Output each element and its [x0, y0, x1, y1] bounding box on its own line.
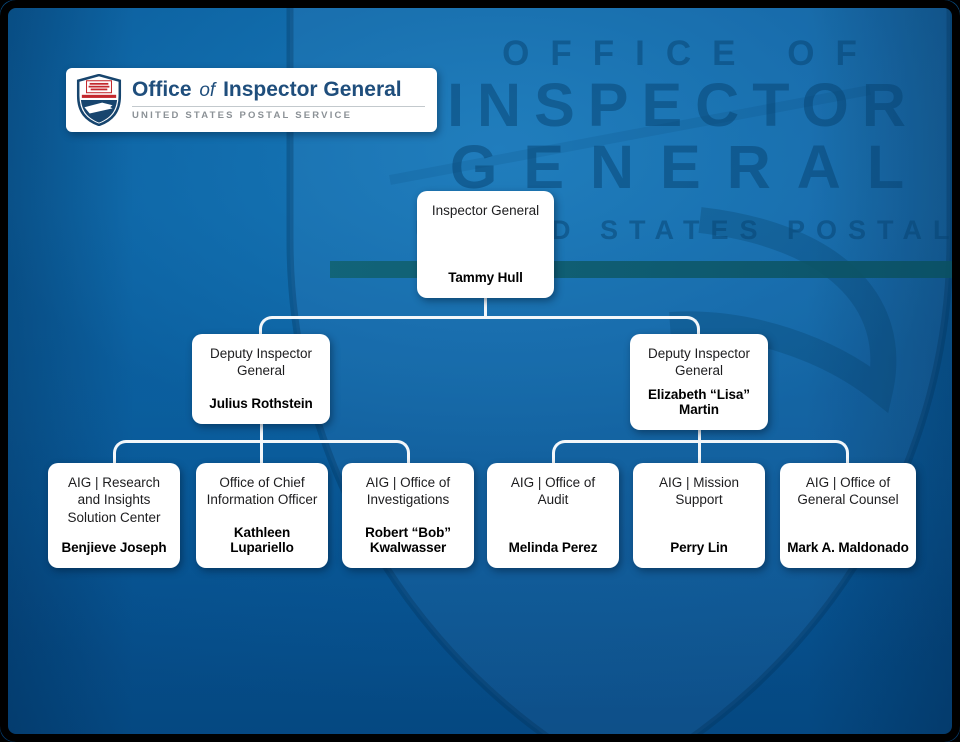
- node-name: Melinda Perez: [508, 540, 598, 556]
- node-title: AIG | Office of Audit: [510, 475, 596, 508]
- org-node-research-insights: AIG | Research and Insights Solution Cen…: [48, 463, 180, 568]
- org-node-deputy-left: Deputy Inspector General Julius Rothstei…: [192, 334, 330, 424]
- node-name: Kathleen Lupariello: [230, 524, 294, 556]
- node-name: Benjieve Joseph: [61, 540, 167, 556]
- org-node-audit: AIG | Office of Audit Melinda Perez: [487, 463, 619, 568]
- oig-logo-card: Office of Inspector General UNITED STATE…: [66, 68, 437, 132]
- connector-bracket-left: [113, 440, 410, 465]
- watermark-line-1: OFFICE OF: [502, 34, 878, 73]
- org-node-inspector-general: Inspector General Tammy Hull: [417, 191, 554, 298]
- node-title: Deputy Inspector General: [647, 346, 751, 379]
- node-name: Mark A. Maldonado: [787, 540, 909, 556]
- node-title: AIG | Mission Support: [658, 475, 740, 508]
- logo-word-of: of: [199, 80, 216, 102]
- watermark-line-3: GENERAL: [449, 133, 931, 202]
- node-title: AIG | Office of Investigations: [365, 475, 451, 508]
- node-name: Julius Rothstein: [209, 396, 313, 412]
- org-node-chief-information-officer: Office of Chief Information Officer Kath…: [196, 463, 328, 568]
- usps-oig-shield-icon: [76, 74, 122, 126]
- node-title: AIG | Office of General Counsel: [797, 475, 899, 508]
- node-name: Perry Lin: [670, 540, 728, 556]
- node-title: Inspector General: [431, 203, 540, 218]
- connector-deputy-right-stem: [698, 429, 701, 464]
- logo-subtitle: UNITED STATES POSTAL SERVICE: [132, 109, 353, 121]
- watermark-line-2: INSPECTOR: [447, 71, 919, 140]
- logo-text-column: Office of Inspector General UNITED STATE…: [132, 79, 425, 121]
- org-node-general-counsel: AIG | Office of General Counsel Mark A. …: [780, 463, 916, 568]
- logo-word-office: Office: [132, 78, 192, 102]
- org-node-investigations: AIG | Office of Investigations Robert “B…: [342, 463, 474, 568]
- node-title: Deputy Inspector General: [209, 346, 313, 379]
- node-title: Office of Chief Information Officer: [206, 475, 318, 508]
- node-name: Tammy Hull: [448, 270, 523, 286]
- connector-deputy-left-stem: [260, 423, 263, 464]
- logo-title: Office of Inspector General: [132, 79, 425, 101]
- org-node-deputy-right: Deputy Inspector General Elizabeth “Lisa…: [630, 334, 768, 430]
- connector-bracket-level1: [259, 316, 700, 336]
- node-name: Elizabeth “Lisa” Martin: [648, 386, 750, 418]
- connector-root-stem: [484, 297, 487, 318]
- logo-divider: [132, 105, 425, 107]
- node-name: Robert “Bob” Kwalwasser: [365, 524, 451, 556]
- org-node-mission-support: AIG | Mission Support Perry Lin: [633, 463, 765, 568]
- logo-word-inspector-general: Inspector General: [223, 78, 402, 102]
- node-title: AIG | Research and Insights Solution Cen…: [67, 475, 161, 525]
- connector-bracket-right: [552, 440, 849, 465]
